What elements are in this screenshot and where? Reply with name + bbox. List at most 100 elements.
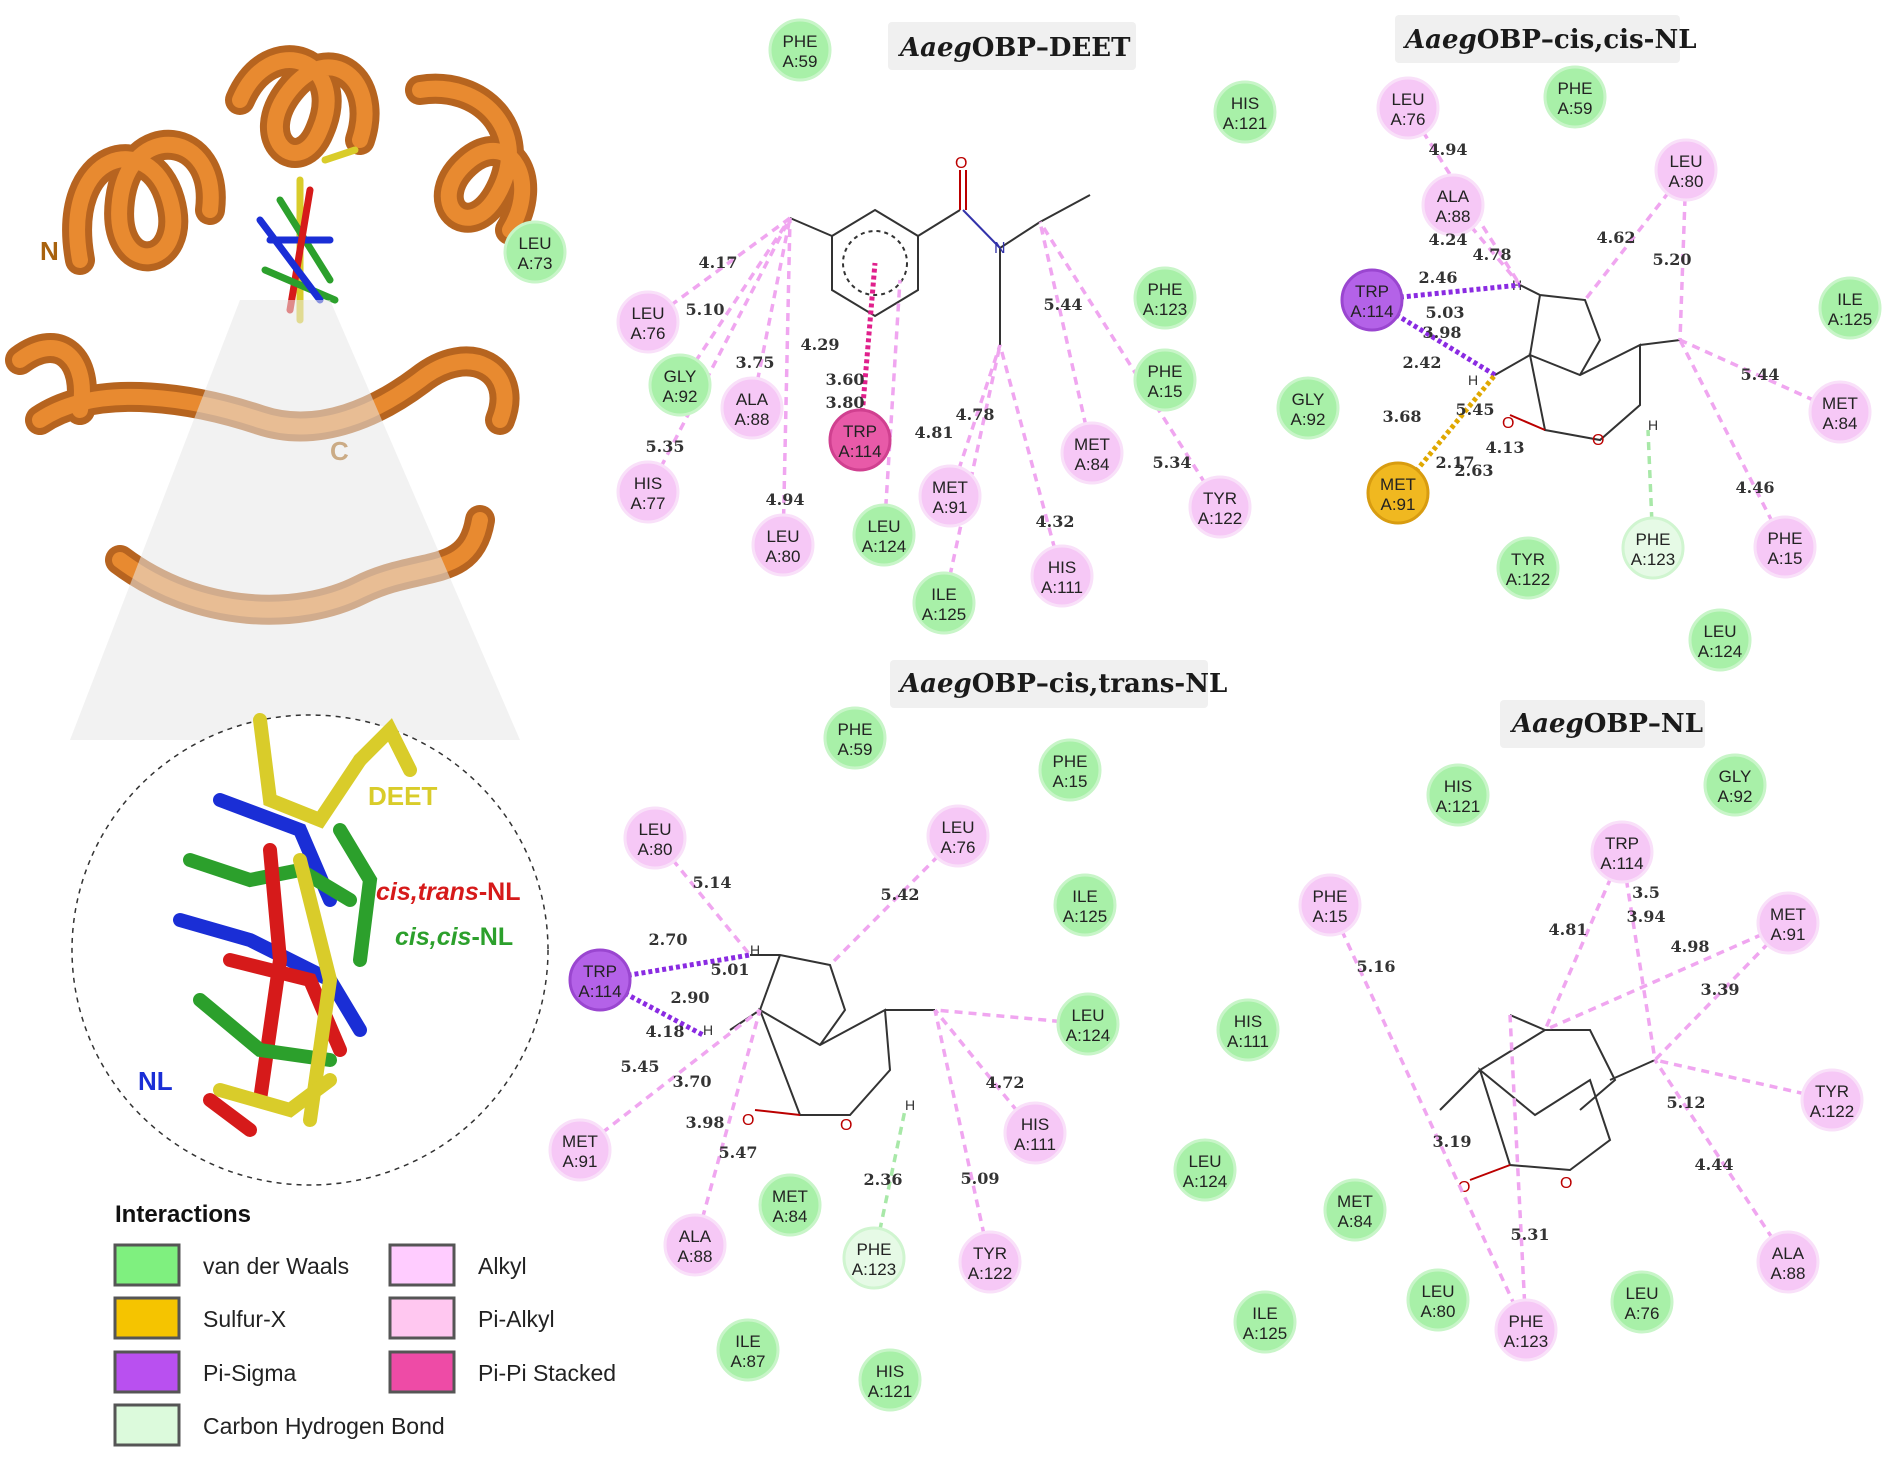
residue-circle — [623, 806, 687, 870]
residue-name: TYR — [1815, 1082, 1849, 1101]
residue-chain: A:73 — [518, 254, 553, 273]
residue-chain: A:92 — [1718, 787, 1753, 806]
residue-chain: A:122 — [1506, 570, 1550, 589]
overlay-circle — [71, 714, 549, 1186]
distance-label: 4.78 — [1473, 245, 1512, 264]
interaction-line-pisigma — [599, 952, 751, 983]
legend-item-vdw: van der Waals — [113, 1243, 349, 1287]
residue-name: PHE — [838, 720, 873, 739]
interaction-line-sulfur — [1396, 373, 1497, 495]
residue-circle — [503, 220, 567, 284]
distance-label: 3.60 — [826, 370, 865, 389]
residue-name: MET — [932, 478, 968, 497]
legend-item-pipi: Pi-Pi Stacked — [388, 1350, 616, 1394]
residue-chain: A:91 — [563, 1152, 598, 1171]
residue-chain: A:122 — [968, 1264, 1012, 1283]
interaction-line-alkyl — [1038, 221, 1094, 454]
residue-name: GLY — [664, 367, 697, 386]
distance-label: 4.29 — [801, 335, 840, 354]
interaction-line-alkyl — [933, 1008, 1037, 1135]
legend-swatch — [113, 1403, 181, 1447]
distance-label: 3.80 — [826, 393, 865, 412]
interaction-line-alkyl — [1653, 921, 1790, 1062]
distance-label: 3.19 — [1433, 1132, 1472, 1151]
distance-label: 5.10 — [686, 300, 725, 319]
residue-name: ALA — [736, 390, 769, 409]
residue-circle — [1030, 544, 1094, 608]
residue-circle — [720, 376, 784, 440]
residue-chain: A:125 — [1243, 1324, 1287, 1343]
residue-chain: A:121 — [868, 1382, 912, 1401]
svg-text:N: N — [994, 240, 1006, 257]
residue-chain: A:77 — [631, 494, 666, 513]
distance-label: 5.31 — [1511, 1225, 1550, 1244]
distance-label: 5.12 — [1667, 1093, 1706, 1112]
distance-label: 4.94 — [766, 490, 805, 509]
distance-label: 5.44 — [1741, 365, 1780, 384]
residue-name: HIS — [634, 474, 662, 493]
residue-circle — [1421, 173, 1485, 237]
panel-title-cis-cis-group: AaegOBP–cis,cis-NL — [1395, 15, 1697, 63]
panel-title-bg — [890, 660, 1208, 708]
residue-name: LEU — [631, 304, 664, 323]
distance-label: 3.39 — [1701, 980, 1740, 999]
residue-chain: A:114 — [838, 442, 881, 461]
residue-circle — [1808, 380, 1872, 444]
residue-name: HIS — [1048, 558, 1076, 577]
residue-name: PHE — [1509, 1312, 1544, 1331]
residue-circle — [1610, 1270, 1674, 1334]
residue-chain: A:111 — [1014, 1135, 1056, 1154]
svg-text:O: O — [840, 1117, 852, 1134]
residue-chain: A:88 — [1436, 207, 1471, 226]
residue-name: GLY — [1292, 390, 1325, 409]
residue-name: LEU — [518, 234, 551, 253]
residue-circle — [1818, 276, 1882, 340]
residue-name: ILE — [931, 585, 957, 604]
residue-chain: A:114 — [1600, 854, 1643, 873]
residue-circle — [823, 706, 887, 770]
distance-label: 4.13 — [1486, 438, 1525, 457]
residue-circle — [1753, 515, 1817, 579]
ligand-overlay: DEET cis,trans-NL cis,cis-NL NL — [71, 713, 549, 1186]
residue-name: HIS — [876, 1362, 904, 1381]
distance-label: 4.62 — [1597, 228, 1636, 247]
residue-chain: A:84 — [773, 1207, 808, 1226]
residue-circle — [1003, 1101, 1067, 1165]
residue-circle — [1188, 475, 1252, 539]
residue-name: MET — [562, 1132, 598, 1151]
svg-text:H: H — [1648, 417, 1658, 433]
residue-name: LEU — [1188, 1152, 1221, 1171]
panel-title-deet-group: AaegOBP–DEET — [888, 22, 1136, 70]
distance-label: 5.20 — [1653, 250, 1692, 269]
residue-chain: A:124 — [1066, 1026, 1110, 1045]
residue-circle — [852, 503, 916, 567]
residue-name: LEU — [766, 527, 799, 546]
residue-chain: A:92 — [1291, 410, 1326, 429]
interaction-line-alkyl — [1038, 221, 1222, 508]
residue-name: TRP — [843, 422, 877, 441]
distance-label: 2.63 — [1455, 461, 1494, 480]
residue-name: HIS — [1021, 1115, 1049, 1134]
residue-circle — [912, 571, 976, 635]
panel-title-bg — [888, 22, 1136, 70]
interaction-line-alkyl — [1508, 1014, 1528, 1331]
panel-title-cis-trans: AaegOBP–cis,trans-NL — [897, 669, 1227, 699]
residue-circle — [1654, 138, 1718, 202]
